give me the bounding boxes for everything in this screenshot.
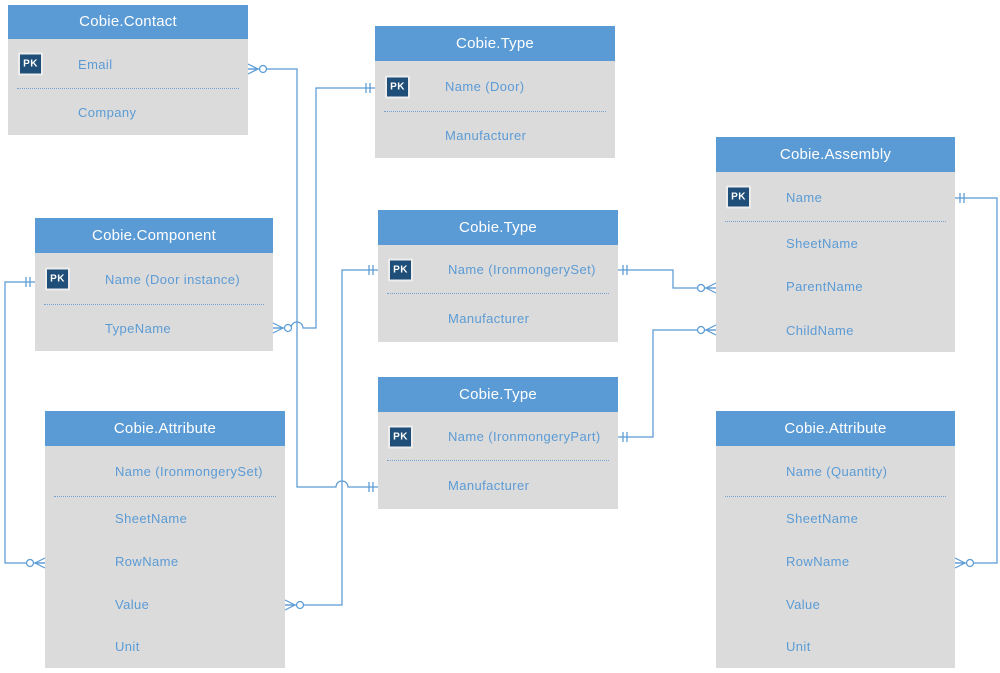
row-label: Manufacturer [448,477,530,493]
row-label: RowName [115,554,179,569]
row-label: SheetName [786,236,859,251]
row-label: Email [78,56,113,72]
entity-row-attribute-ironmongeryset-3[interactable]: Value [45,583,285,625]
connector-type-ironmongeryset-name--assembly-parentname[interactable] [618,265,717,294]
entity-title: Cobie.Attribute [716,411,955,446]
entity-row-assembly-0[interactable]: PK Name [716,172,955,222]
pk-badge: PK [726,185,751,209]
entity-title: Cobie.Component [35,218,273,253]
row-label: Name (IronmongerySet) [115,464,263,479]
entity-row-type-ironmongeryset-1[interactable]: Manufacturer [378,294,618,342]
row-label: Unit [115,639,140,654]
pk-badge: PK [388,258,413,281]
entity-title: Cobie.Type [378,210,618,245]
entity-row-attribute-quantity-2[interactable]: RowName [716,540,955,583]
row-label: RowName [786,554,850,569]
row-label: Manufacturer [445,127,527,143]
entity-title: Cobie.Attribute [45,411,285,446]
entity-row-type-door-0[interactable]: PK Name (Door) [375,61,615,112]
row-label: Name (Door) [445,79,525,94]
row-label: Value [786,596,821,612]
entity-row-attribute-ironmongeryset-4[interactable]: Unit [45,625,285,668]
connector-assembly-name--attribute-quantity-rowname[interactable] [954,193,998,569]
pk-badge: PK [388,425,413,448]
pk-badge: PK [45,267,70,291]
row-label: SheetName [115,511,188,526]
entity-row-type-door-1[interactable]: Manufacturer [375,112,615,158]
entity-row-attribute-quantity-3[interactable]: Value [716,583,955,625]
entity-row-type-ironmongeryset-0[interactable]: PK Name (IronmongerySet) [378,245,618,294]
pk-badge: PK [18,52,43,76]
row-label: Unit [786,639,811,654]
row-label: ParentName [786,279,863,294]
entity-row-assembly-2[interactable]: ParentName [716,265,955,308]
entity-row-component-0[interactable]: PK Name (Door instance) [35,253,273,305]
row-label: Company [78,104,137,120]
row-label: Name (IronmongeryPart) [448,429,601,444]
row-label: Name (Door instance) [105,271,241,287]
entity-row-attribute-quantity-4[interactable]: Unit [716,625,955,668]
connector-component-typename--type-door-name[interactable] [272,83,375,334]
row-label: Name (IronmongerySet) [448,262,596,277]
row-label: Value [115,596,150,612]
entity-row-attribute-ironmongeryset-1[interactable]: SheetName [45,497,285,540]
entity-title: Cobie.Type [378,377,618,412]
entity-row-attribute-ironmongeryset-0[interactable]: Name (IronmongerySet) [45,446,285,497]
entity-title: Cobie.Type [375,26,615,61]
connector-contact-email--type-ironmongerypart-manufacturer[interactable] [247,63,378,492]
row-label: Name [786,189,823,205]
entity-row-type-ironmongerypart-1[interactable]: Manufacturer [378,461,618,509]
entity-row-assembly-3[interactable]: ChildName [716,308,955,352]
entity-row-attribute-ironmongeryset-2[interactable]: RowName [45,540,285,583]
entity-row-assembly-1[interactable]: SheetName [716,222,955,265]
row-label: Manufacturer [448,310,530,326]
connector-attribute-ironmongeryset-value--type-ironmongeryset-name[interactable] [284,265,378,611]
connector-component-name--attribute-ironmongeryset-rowname[interactable] [4,277,46,569]
entity-title: Cobie.Assembly [716,137,955,172]
pk-badge: PK [385,75,410,98]
row-label: Name (Quantity) [786,464,888,479]
entity-title: Cobie.Contact [8,5,248,39]
entity-row-component-1[interactable]: TypeName [35,305,273,351]
entity-row-attribute-quantity-1[interactable]: SheetName [716,497,955,540]
entity-row-contact-1[interactable]: Company [8,89,248,135]
row-label: TypeName [105,320,172,336]
entity-row-attribute-quantity-0[interactable]: Name (Quantity) [716,446,955,497]
row-label: SheetName [786,511,859,526]
entity-row-type-ironmongerypart-0[interactable]: PK Name (IronmongeryPart) [378,412,618,461]
entity-row-contact-0[interactable]: PK Email [8,39,248,89]
connector-type-ironmongerypart-name--assembly-childname[interactable] [618,324,717,442]
row-label: ChildName [786,322,854,338]
